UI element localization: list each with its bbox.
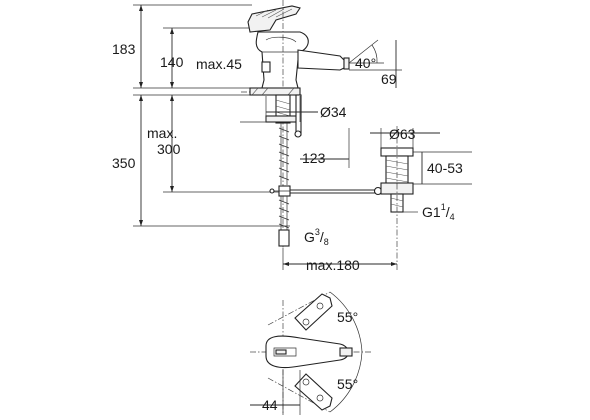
popup-knob — [261, 61, 271, 73]
dim-44: 44 — [262, 397, 278, 413]
flex-hose — [280, 123, 288, 185]
dim-g1-quarter: G11/4 — [422, 202, 455, 222]
dim-g-three-eighths: G3/8 — [304, 227, 329, 247]
side-elevation — [133, 0, 472, 270]
top-view — [250, 291, 372, 415]
lever-ghost-lower — [294, 373, 333, 411]
dim-69: 69 — [381, 71, 397, 87]
dim-diameter-34: Ø34 — [320, 104, 347, 120]
dim-angle-55-upper: 55° — [337, 309, 358, 325]
dim-350: 350 — [112, 155, 136, 171]
dim-40-53: 40-53 — [427, 160, 463, 176]
dim-max-label: max. — [147, 125, 177, 141]
dim-diameter-63: Ø63 — [389, 126, 416, 142]
spout — [297, 49, 345, 71]
mixer-body — [255, 31, 309, 89]
deck — [249, 87, 301, 96]
dim-183: 183 — [112, 41, 136, 57]
dim-max180: max.180 — [306, 257, 360, 273]
dim-max45: max.45 — [196, 56, 242, 72]
dim-140: 140 — [160, 54, 184, 70]
lever-ghost-upper — [294, 293, 333, 331]
dim-123: 123 — [302, 150, 326, 166]
inlet-connector — [278, 229, 290, 247]
dim-angle-40: 40° — [355, 55, 376, 71]
dim-300: 300 — [157, 141, 181, 157]
lever-handle — [247, 5, 301, 33]
dim-angle-55-lower: 55° — [337, 376, 358, 392]
